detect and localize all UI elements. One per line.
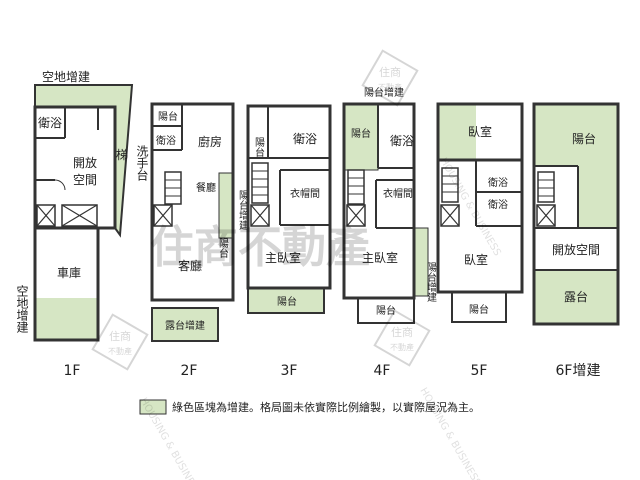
floor-2f: 陽台 衛浴 廚房 餐廳 客廳 陽台 陽台增建 露台增建 2F	[150, 102, 249, 379]
3f-stairs	[251, 162, 269, 204]
4f-balcony-ext-top-label: 陽台增建	[364, 86, 404, 99]
6f-balcony-label: 陽台	[572, 131, 596, 146]
5f-bedroom-top-addition	[438, 104, 476, 160]
floor-3f: 陽台 衛浴 衣帽間 主臥室 陽台 3F	[246, 104, 332, 379]
floor-6f: 陽台 開放空間 露台 6F增建	[532, 102, 620, 379]
5f-bath-2-label: 衛浴	[488, 198, 508, 211]
legend-swatch	[139, 399, 167, 415]
watermark-logo-2: 住商 不動產	[91, 313, 149, 371]
2f-balcony-ext-addition	[218, 172, 234, 239]
1f-bath-label: 衛浴	[38, 116, 62, 130]
5f-bath-1-label: 衛浴	[488, 176, 508, 189]
1f-garage-label: 車庫	[57, 266, 81, 280]
legend-text: 綠色區塊為增建。格局圖未依實際比例繪製，以實際屋況為主。	[172, 400, 480, 414]
5f-bedroom-label: 臥室	[464, 252, 488, 267]
watermark-logo-2-top: 住商	[109, 329, 131, 343]
watermark-logo-3: 住商 不動產	[373, 309, 431, 367]
watermark-logo-2-bottom: 不動產	[108, 346, 132, 356]
4f-balcony-ext-right-label: 陽台增建	[425, 262, 437, 302]
6f-terrace-addition	[534, 270, 618, 324]
6f-stairs	[537, 171, 555, 203]
1f-door-swing	[54, 179, 66, 191]
watermark-logo-1-top: 住商	[379, 65, 401, 79]
1f-wash-basin-label: 洗手台	[135, 145, 149, 181]
3f-balcony-bottom-label: 陽台	[277, 295, 297, 308]
floor-4f: 陽台增建 陽台 衛浴 衣帽間 主臥室 陽台 陽台增建 4F	[342, 86, 437, 379]
6f-outline	[532, 102, 620, 326]
1f-pillar-1	[36, 204, 56, 227]
2f-balcony-label: 陽台	[158, 110, 178, 123]
5f-balcony-bottom	[451, 291, 507, 323]
legend: 綠色區塊為增建。格局圖未依實際比例繪製，以實際屋況為主。	[139, 399, 480, 415]
2f-living-label: 客廳	[178, 258, 202, 273]
1f-open-lot-bottom-addition	[36, 298, 98, 340]
floor-5f: 臥室 衛浴 衛浴 臥室 陽台 5F	[436, 102, 524, 379]
2f-kitchen-label: 廚房	[198, 134, 222, 149]
4f-master-bedroom-label: 主臥室	[362, 250, 398, 265]
4f-closet-label: 衣帽間	[383, 187, 413, 200]
4f-stairs	[347, 169, 365, 205]
1f-open-space-label-1: 開放	[73, 155, 97, 170]
1f-pillar-2	[61, 204, 98, 227]
floor-1f: 衛浴 開放 空間 車庫 梯 空地增建 洗手台 空地增建 1F	[15, 70, 149, 379]
floor-label-3f: 3F	[281, 363, 298, 379]
2f-pillar-1	[153, 204, 173, 227]
2f-terrace-addition	[151, 307, 219, 342]
6f-pillar-1	[536, 204, 556, 227]
4f-pillar-1	[346, 204, 366, 227]
floor-label-5f: 5F	[471, 363, 488, 379]
4f-balcony-bottom-label: 陽台	[376, 304, 396, 317]
6f-open-space-label: 開放空間	[552, 242, 600, 257]
watermark-logo-3-bottom: 不動產	[390, 342, 414, 352]
1f-open-space-label-2: 空間	[73, 173, 97, 187]
watermark-logo-3-top: 住商	[391, 325, 413, 339]
3f-outline	[246, 104, 332, 290]
1f-open-lot-bottom-label: 空地增建	[15, 285, 29, 334]
2f-balcony-ext-label: 陽台增建	[237, 190, 249, 230]
5f-balcony-bottom-label: 陽台	[469, 303, 489, 316]
3f-balcony-top-label: 陽台	[253, 137, 265, 158]
1f-stairs-left-label: 梯	[116, 148, 128, 162]
4f-balcony-left-label: 陽台	[351, 127, 371, 140]
2f-terrace-ext-label: 露台增建	[165, 319, 205, 332]
3f-master-bedroom-label: 主臥室	[265, 250, 301, 265]
3f-bath-label: 衛浴	[293, 132, 317, 146]
5f-stairs	[441, 167, 459, 203]
2f-balcony-right-label: 陽台	[217, 238, 229, 259]
1f-garage-outline	[33, 226, 100, 342]
6f-terrace-label: 露台	[564, 289, 588, 304]
2f-bath-label: 衛浴	[156, 134, 176, 147]
3f-balcony-bottom-addition	[247, 287, 325, 314]
floor-label-1f: 1F	[64, 363, 81, 379]
2f-dining-label: 餐廳	[196, 181, 216, 194]
5f-bedroom-top-label: 臥室	[468, 124, 492, 139]
4f-balcony-bottom	[357, 297, 415, 324]
floor-label-4f: 4F	[374, 363, 391, 379]
1f-open-lot-top-label: 空地增建	[42, 70, 90, 84]
3f-closet-label: 衣帽間	[290, 187, 320, 200]
3f-pillar-1	[250, 204, 270, 227]
floor-label-2f: 2F	[181, 363, 198, 379]
5f-pillar-1	[440, 204, 460, 227]
floor-label-6f: 6F增建	[556, 363, 601, 379]
4f-bath-label: 衛浴	[390, 134, 414, 148]
